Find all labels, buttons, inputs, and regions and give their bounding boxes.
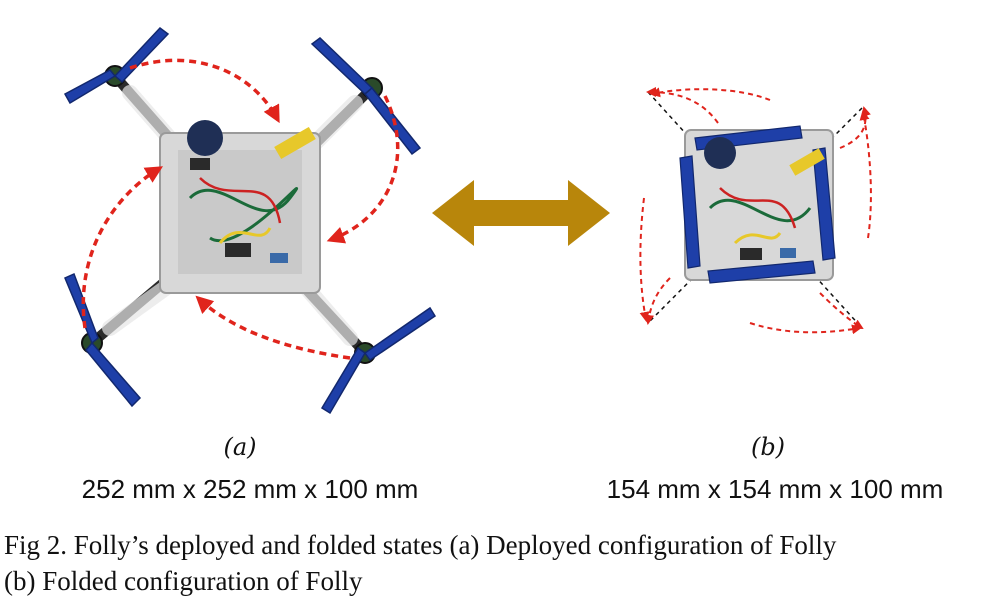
folded-dimensions: 154 mm x 154 mm x 100 mm [606, 474, 944, 504]
deployed-dimensions: 252 mm x 252 mm x 100 mm [81, 474, 419, 504]
double-headed-arrow-icon [432, 180, 610, 246]
unfold-direction-arrows [639, 87, 872, 335]
figure-caption: Fig 2. Folly’s deployed and folded state… [4, 527, 994, 599]
caption-line-1: Fig 2. Folly’s deployed and folded state… [4, 530, 837, 560]
subfigure-label-a: (a) [223, 433, 257, 461]
subfigure-label-b: (b) [750, 433, 786, 461]
fold-direction-arrows [81, 58, 400, 360]
propellers [63, 26, 437, 415]
folded-drone-electronics [704, 137, 825, 260]
deployed-drone-image [63, 26, 437, 415]
drone-electronics [187, 120, 316, 263]
caption-line-2: (b) Folded configuration of Folly [4, 566, 363, 596]
folded-drone-image [639, 87, 872, 335]
